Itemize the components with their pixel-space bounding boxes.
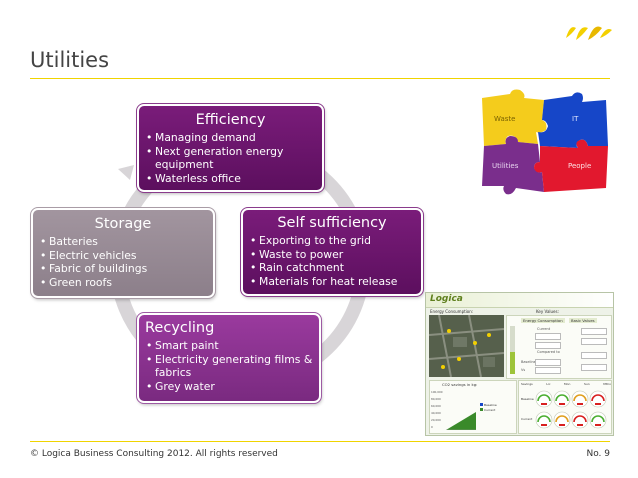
co2-chart-title: CO2 savings in kg: xyxy=(442,382,478,387)
key-values-panel: Energy Consumption Basic Values Current … xyxy=(506,315,612,379)
row-label-baseline: Baseline xyxy=(521,397,534,401)
y-axis-ticks: 100,000 80,000 60,000 40,000 20,000 0 xyxy=(431,389,445,431)
y-tick: 60,000 xyxy=(431,404,441,408)
legend-baseline: Baseline xyxy=(484,403,497,407)
value-field xyxy=(535,342,561,349)
puzzle-label-it: IT xyxy=(572,115,579,123)
value-field xyxy=(535,367,561,374)
value-field xyxy=(581,338,607,345)
efficiency-item: Next generation energy equipment xyxy=(145,145,316,172)
storage-item: Fabric of buildings xyxy=(39,262,207,276)
self-sufficiency-item: Materials for heat release xyxy=(249,275,415,289)
puzzle-graphic: Waste IT Utilities People xyxy=(482,89,608,195)
legend-current: Current xyxy=(484,408,496,412)
gauge-grid xyxy=(535,390,607,429)
aerial-map xyxy=(429,315,504,377)
savings-panel: Savings Lic Mon Sun MtCo Baseline Curren… xyxy=(518,380,612,434)
y-tick: 20,000 xyxy=(431,418,441,422)
page-title: Utilities xyxy=(30,48,110,72)
level-gauge xyxy=(510,326,515,374)
self-sufficiency-item: Exporting to the grid xyxy=(249,234,415,248)
chart-legend: Baseline Current xyxy=(480,403,497,413)
storage-item: Green roofs xyxy=(39,276,207,290)
puzzle-piece-it xyxy=(538,92,608,148)
storage-box: Storage Batteries Electric vehicles Fabr… xyxy=(30,207,216,299)
key-values-label: Key Values: xyxy=(536,309,559,314)
value-field xyxy=(535,359,561,366)
y-tick: 0 xyxy=(431,425,433,429)
recycling-item: Electricity generating films & fabrics xyxy=(145,353,313,380)
value-field xyxy=(581,352,607,359)
efficiency-item: Managing demand xyxy=(145,131,316,145)
map-overlay xyxy=(429,315,504,377)
value-field xyxy=(535,333,561,340)
tab-energy[interactable]: Energy Consumption xyxy=(521,318,565,323)
baseline-label: Baseline xyxy=(521,360,536,364)
self-sufficiency-box: Self sufficiency Exporting to the grid W… xyxy=(240,207,424,297)
efficiency-title: Efficiency xyxy=(195,112,266,128)
dashboard-brand: Logica xyxy=(430,294,463,304)
puzzle-label-people: People xyxy=(568,162,591,170)
current-label: Current xyxy=(537,327,551,331)
recycling-item: Smart paint xyxy=(145,339,313,353)
puzzle-piece-people xyxy=(534,139,608,192)
y-tick: 80,000 xyxy=(431,397,441,401)
recycling-item: Grey water xyxy=(145,380,313,394)
savings-col: Savings xyxy=(521,382,533,386)
compared-label: Compared to xyxy=(537,350,560,354)
efficiency-item: Waterless office xyxy=(145,172,316,186)
storage-item: Electric vehicles xyxy=(39,249,207,263)
value-field xyxy=(581,364,607,371)
savings-col: Sun xyxy=(583,382,590,386)
dashboard-header: Logica xyxy=(426,293,613,308)
dashboard-screenshot: Logica Energy Consumption: Key Values: E… xyxy=(425,292,614,436)
savings-col: Lic xyxy=(546,382,551,386)
puzzle-piece-utilities xyxy=(482,136,544,195)
logica-logo-icon xyxy=(566,26,612,40)
footer-rule xyxy=(30,441,610,442)
self-sufficiency-title: Self sufficiency xyxy=(277,215,387,231)
tab-basic[interactable]: Basic Values xyxy=(569,318,597,323)
co2-chart-panel: CO2 savings in kg: 100,000 80,000 60,000… xyxy=(429,380,517,434)
puzzle-label-waste: Waste xyxy=(494,115,515,123)
recycling-box: Recycling Smart paint Electricity genera… xyxy=(136,312,322,404)
self-sufficiency-item: Waste to power xyxy=(249,248,415,262)
savings-col: MtCo xyxy=(603,382,611,386)
storage-item: Batteries xyxy=(39,235,207,249)
storage-title: Storage xyxy=(94,216,152,232)
puzzle-label-utilities: Utilities xyxy=(492,162,519,170)
energy-panel-label: Energy Consumption: xyxy=(430,309,474,314)
vs-label: Vs xyxy=(521,368,526,372)
title-underline xyxy=(30,78,610,79)
value-field xyxy=(581,328,607,335)
savings-col: Mon xyxy=(564,382,571,386)
self-sufficiency-item: Rain catchment xyxy=(249,261,415,275)
co2-chart-plot xyxy=(446,412,476,430)
copyright-text: © Logica Business Consulting 2012. All r… xyxy=(30,449,278,459)
recycling-title: Recycling xyxy=(145,320,215,336)
row-label-current: Current xyxy=(521,417,533,421)
puzzle-piece-waste xyxy=(482,89,547,146)
y-tick: 100,000 xyxy=(431,390,443,394)
efficiency-box: Efficiency Managing demand Next generati… xyxy=(136,103,325,193)
y-tick: 40,000 xyxy=(431,411,441,415)
page-number: No. 9 xyxy=(586,449,610,459)
savings-header: Savings Lic Mon Sun MtCo xyxy=(521,382,611,386)
